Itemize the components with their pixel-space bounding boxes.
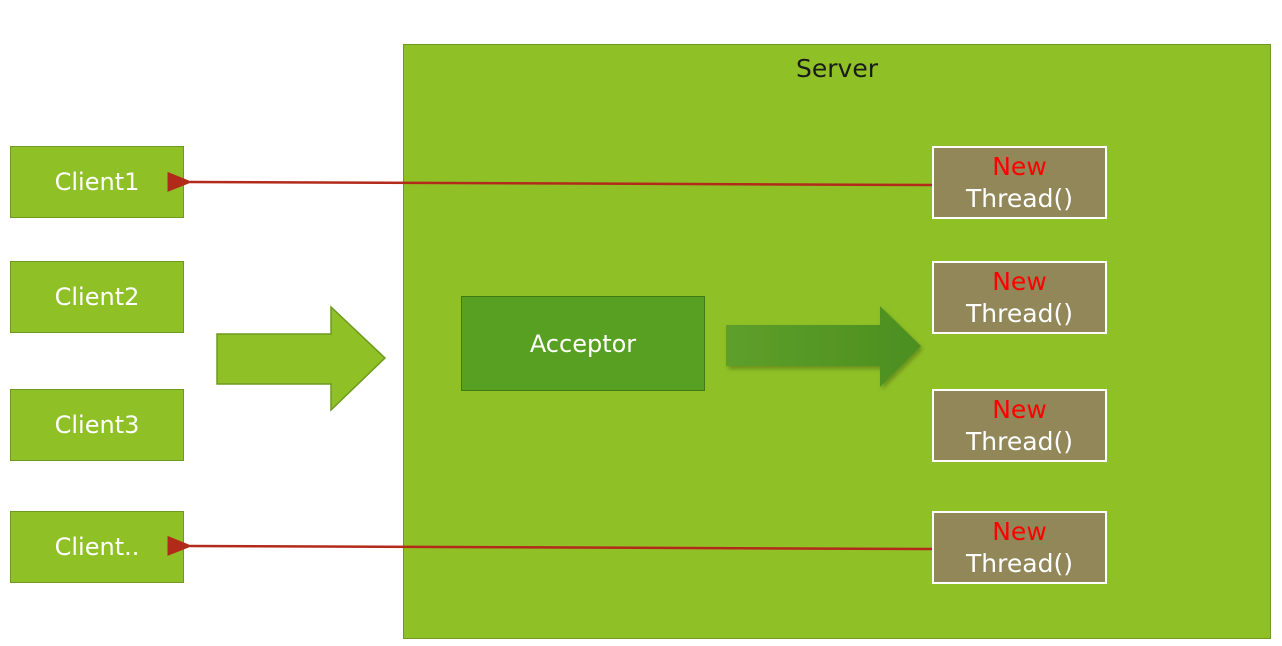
thread-keyword: New	[992, 516, 1047, 546]
thread-name: Thread()	[966, 548, 1073, 578]
thread-name: Thread()	[966, 426, 1073, 456]
client-box-n: Client..	[10, 511, 184, 583]
client-box-3: Client3	[10, 389, 184, 461]
acceptor-box: Acceptor	[461, 296, 705, 391]
thread-keyword: New	[992, 151, 1047, 181]
response-connector-1	[167, 171, 933, 192]
thread-box-3: New Thread()	[932, 389, 1107, 462]
response-connector-2	[167, 535, 933, 556]
dispatch-arrow	[726, 306, 921, 387]
thread-keyword: New	[992, 266, 1047, 296]
server-title: Server	[796, 54, 878, 83]
thread-box-2: New Thread()	[932, 261, 1107, 334]
thread-name: Thread()	[966, 298, 1073, 328]
thread-keyword: New	[992, 394, 1047, 424]
client-box-1: Client1	[10, 146, 184, 218]
client-box-2: Client2	[10, 261, 184, 333]
thread-box-1: New Thread()	[932, 146, 1107, 219]
thread-box-4: New Thread()	[932, 511, 1107, 584]
inbound-arrow	[216, 305, 387, 412]
thread-name: Thread()	[966, 183, 1073, 213]
